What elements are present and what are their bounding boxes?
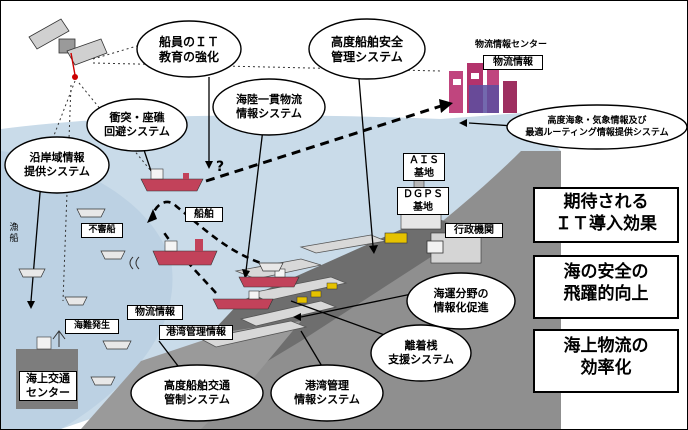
logistics-center-label: 物流情報センター [474, 40, 547, 50]
effect-safety-box: 海の安全の 飛躍的向上 [533, 255, 679, 319]
suspicious-label: 不審船 [81, 223, 123, 238]
ship-port-2 [212, 290, 274, 310]
ship-label: 船舶 [185, 207, 223, 222]
vts-antenna [52, 330, 66, 347]
containers [296, 282, 338, 304]
piers [199, 234, 388, 348]
logistics-buildings [449, 63, 517, 113]
arrow-heads [27, 161, 378, 321]
bubble-weather: 高度海象・気象情報及び 最適ルーティング情報提供システム [525, 116, 669, 138]
route-head [439, 99, 453, 113]
gov-monitor [426, 240, 444, 254]
ship-route [205, 104, 442, 183]
ship-loop [149, 200, 272, 294]
logistics-info-label-2: 物流情報 [127, 305, 183, 320]
bubble-port-it: 海運分野の 情報化促進 [433, 287, 489, 314]
bubble-intermodal: 海陸一貫物流 情報システム [236, 93, 302, 120]
vts-center-label: 海上交通 センター [19, 371, 77, 401]
ship-port-1 [238, 268, 300, 288]
fishing-label: 漁 船 [9, 223, 19, 244]
bubble-port-mgmt: 港湾管理 情報システム [294, 379, 360, 406]
ais-base-label: ＡＩＳ 基地 [403, 153, 445, 181]
radar-waves [129, 256, 140, 270]
question-mark: ? [215, 159, 225, 175]
effect-efficiency-box: 海上物流の 効率化 [533, 329, 679, 393]
bubble-coastal: 沿岸域情報 提供システム [24, 151, 90, 178]
ais-antenna [384, 232, 408, 244]
bubble-advanced-safety: 高度船舶安全 管理システム [330, 35, 403, 64]
bubble-collision: 衝突・座礁 回避システム [104, 111, 170, 138]
ship-middle [152, 239, 218, 266]
logistics-info-label: 物流情報 [483, 55, 543, 70]
bubble-crew-it: 船員のＩＴ 教育の強化 [158, 35, 219, 64]
accident-label: 海難発生 [65, 319, 119, 334]
port-info-label: 港湾管理情報 [159, 325, 233, 340]
bubbles [4, 18, 687, 422]
effects-title-box: 期待される ＩＴ導入効果 [533, 187, 679, 243]
dgps-base-label: ＤＧＰＳ 基地 [397, 187, 449, 215]
small-ships [18, 208, 284, 386]
ship-top [140, 168, 204, 192]
gov-label: 行政機関 [445, 223, 503, 238]
satellite [28, 18, 108, 80]
bubble-vts: 高度船舶交通 管制システム [164, 379, 230, 406]
bubble-berthing: 離着桟 支援システム [388, 339, 454, 366]
vts-hut [36, 336, 52, 350]
